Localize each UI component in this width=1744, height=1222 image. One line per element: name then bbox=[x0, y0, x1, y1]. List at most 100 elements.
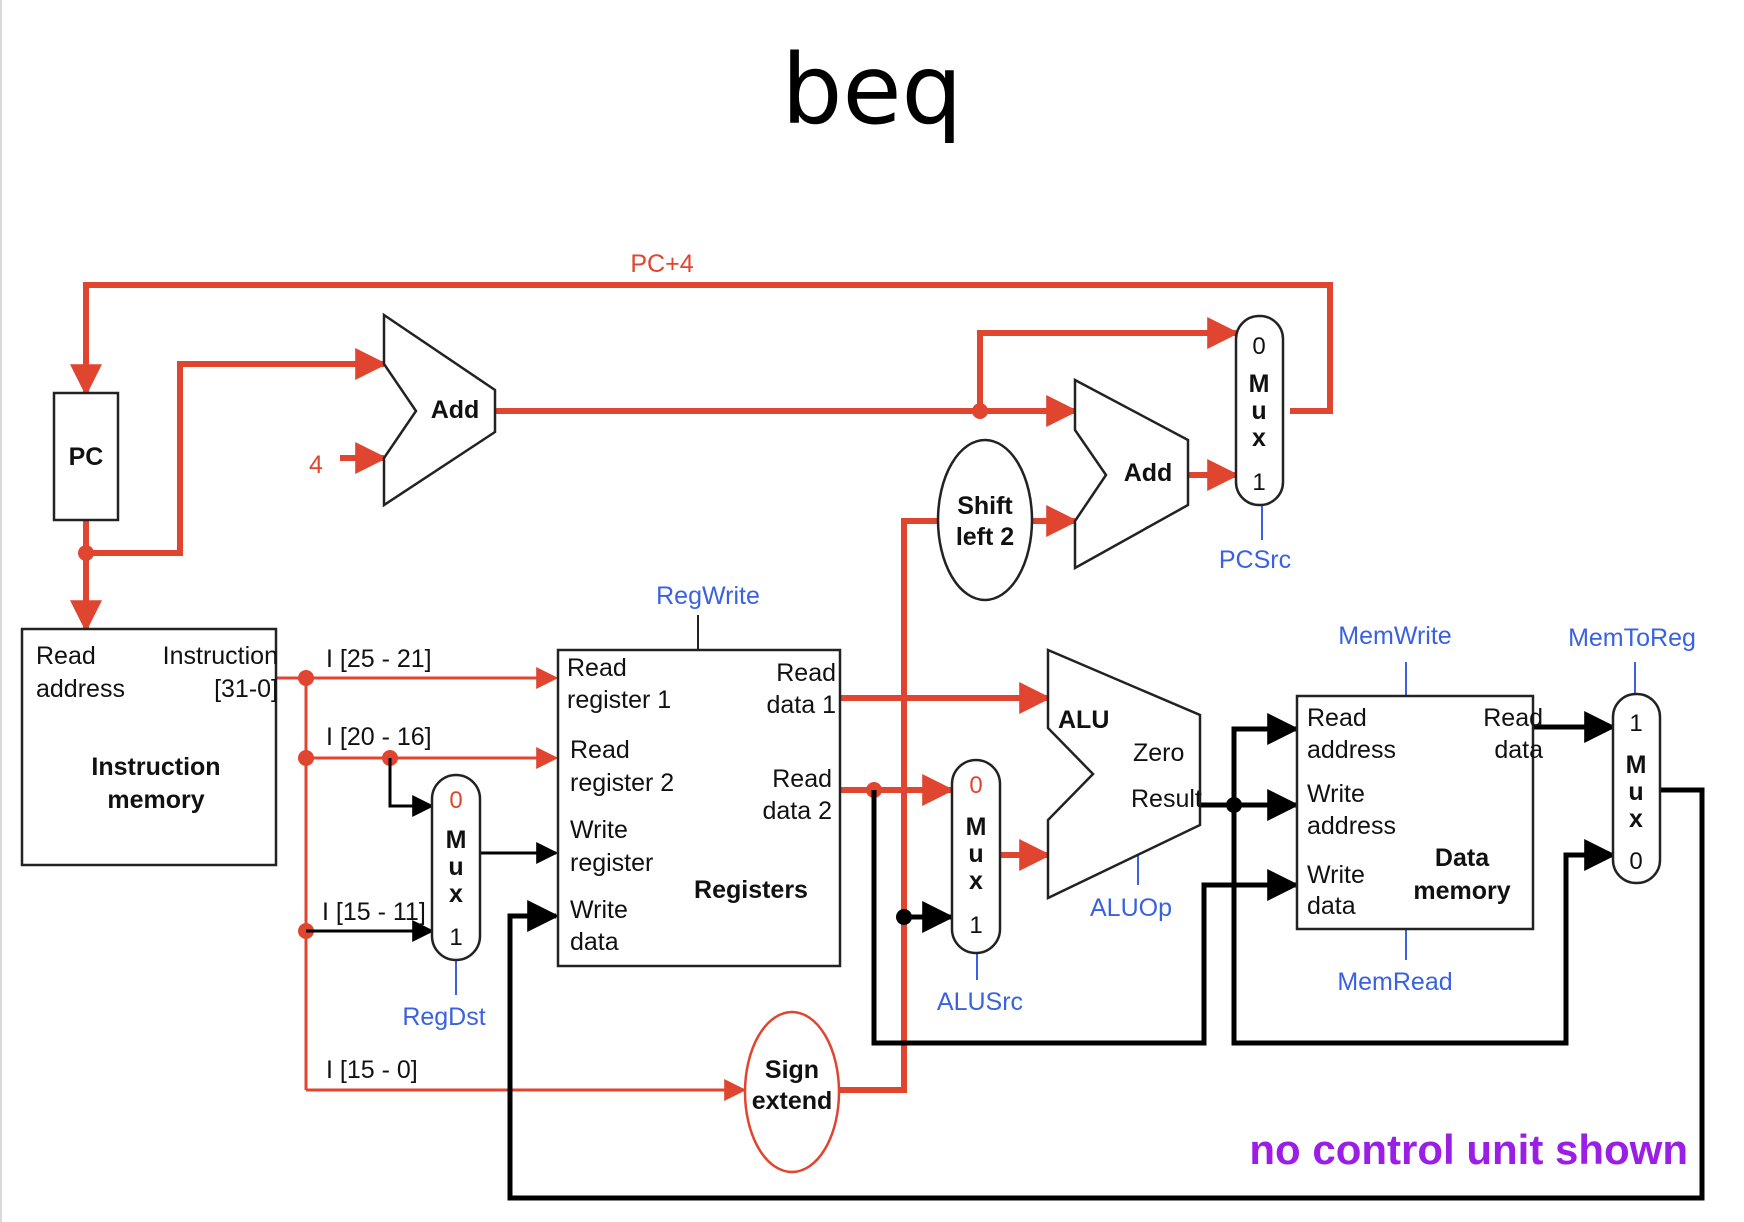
rt-to-regdst-wire bbox=[388, 758, 435, 817]
slide-edge bbox=[0, 0, 2, 1222]
wr-label-1: Write bbox=[570, 816, 628, 844]
imem-address-label: address bbox=[36, 675, 125, 703]
mux-letter: M bbox=[1626, 751, 1647, 779]
pc-to-adder-wire bbox=[86, 348, 388, 556]
regdst-mux-input-1: 1 bbox=[449, 924, 462, 951]
junction-dot bbox=[972, 403, 988, 419]
memtoreg-mux bbox=[1611, 692, 1662, 885]
shift-label-2: left 2 bbox=[956, 523, 1014, 551]
aluop-signal: ALUOp bbox=[1090, 894, 1172, 922]
writeback-wire bbox=[507, 787, 1705, 1201]
imem-read-label: Read bbox=[36, 642, 96, 670]
rd2-label-2: data 2 bbox=[762, 797, 832, 825]
alu-result-label: Result bbox=[1131, 785, 1202, 813]
instruction-bus-wire bbox=[276, 676, 308, 1090]
junction-dot bbox=[298, 750, 314, 766]
shift-label-1: Shift bbox=[957, 492, 1013, 520]
field-label-15-11: I [15 - 11] bbox=[322, 898, 426, 926]
dmem-wd-label-1: Write bbox=[1307, 861, 1365, 889]
dmem-name-1: Data bbox=[1435, 844, 1490, 872]
no-control-unit-note: no control unit shown bbox=[1249, 1126, 1688, 1173]
pc-label: PC bbox=[69, 443, 104, 471]
field-label-25-21: I [25 - 21] bbox=[326, 645, 432, 673]
register-file bbox=[556, 648, 842, 968]
dmem-name-2: memory bbox=[1413, 877, 1510, 905]
dmem-ra-label-2: address bbox=[1307, 736, 1396, 764]
sign-extend bbox=[743, 1010, 841, 1174]
field-label-15-0: I [15 - 0] bbox=[326, 1056, 418, 1084]
constant-four-label: 4 bbox=[309, 451, 323, 479]
mux-letter: u bbox=[448, 853, 463, 881]
registers-name: Registers bbox=[694, 876, 808, 904]
sign-extend-label-2: extend bbox=[752, 1087, 833, 1115]
pcsrc-mux-input-1: 1 bbox=[1252, 469, 1265, 496]
imem-instruction-label: Instruction bbox=[163, 642, 278, 670]
regdst-mux bbox=[430, 773, 482, 962]
rd1-label-2: data 1 bbox=[766, 691, 836, 719]
regdst-mux-input-0: 0 bbox=[449, 787, 462, 814]
memtoreg-signal: MemToReg bbox=[1568, 624, 1696, 652]
alu-name: ALU bbox=[1058, 706, 1109, 734]
mux-letter: M bbox=[966, 813, 987, 841]
pc-register bbox=[52, 391, 120, 522]
rr1-label-2: register 1 bbox=[567, 686, 671, 714]
dmem-wd-label-2: data bbox=[1307, 892, 1356, 920]
regdst-signal: RegDst bbox=[402, 1003, 485, 1031]
memtoreg-mux-input-0: 0 bbox=[1629, 848, 1642, 875]
rr2-label-1: Read bbox=[570, 736, 630, 764]
rr1-label-1: Read bbox=[567, 654, 627, 682]
dmem-rd-label-2: data bbox=[1494, 736, 1543, 764]
dmem-ra-label-1: Read bbox=[1307, 704, 1367, 732]
rd1-label-1: Read bbox=[776, 659, 836, 687]
alusrc-mux-input-0: 0 bbox=[969, 772, 982, 799]
junction-dot bbox=[896, 909, 912, 925]
branch-adder bbox=[1073, 377, 1190, 571]
dmem-rd-label-1: Read bbox=[1483, 704, 1543, 732]
mux-letter: x bbox=[1252, 424, 1266, 452]
mux-letter: u bbox=[968, 840, 983, 868]
imem-bits-label: [31-0] bbox=[214, 675, 278, 703]
sign-extend-to-shift-wire bbox=[838, 518, 938, 1093]
pcsrc-mux bbox=[1234, 314, 1285, 507]
mux-letter: u bbox=[1628, 778, 1643, 806]
mux-letter: x bbox=[969, 867, 983, 895]
mux-letter: x bbox=[449, 880, 463, 908]
pcsrc-mux-input-0: 0 bbox=[1252, 333, 1265, 360]
slide-title: beq bbox=[782, 34, 963, 146]
mux-letter: x bbox=[1629, 805, 1643, 833]
pc-plus-4-to-pcsrc-wire bbox=[977, 317, 1240, 411]
wd-label-2: data bbox=[570, 928, 619, 956]
alu-result-to-read-address-wire bbox=[1231, 713, 1300, 805]
alu-zero-label: Zero bbox=[1133, 739, 1184, 767]
alu-result-to-memtoreg-wire bbox=[1231, 805, 1617, 1046]
wd-label-1: Write bbox=[570, 896, 628, 924]
mux-letter: u bbox=[1251, 397, 1266, 425]
rd2-label-1: Read bbox=[772, 765, 832, 793]
rr2-label-2: register 2 bbox=[570, 769, 674, 797]
imem-name-1: Instruction bbox=[91, 753, 220, 781]
pc-plus-4-label: PC+4 bbox=[630, 250, 693, 278]
pc-plus-4-loop-wire bbox=[70, 282, 1333, 414]
alusrc-signal: ALUSrc bbox=[937, 988, 1023, 1016]
imem-name-2: memory bbox=[107, 786, 204, 814]
mux-letter: M bbox=[446, 826, 467, 854]
memtoreg-mux-input-1: 1 bbox=[1629, 710, 1642, 737]
branch-adder-label: Add bbox=[1124, 459, 1173, 487]
instruction-memory bbox=[20, 627, 278, 867]
alu bbox=[1046, 648, 1202, 900]
dmem-wa-label-2: address bbox=[1307, 812, 1396, 840]
shift-left-2 bbox=[936, 438, 1034, 602]
memwrite-signal: MemWrite bbox=[1338, 622, 1451, 650]
field-label-20-16: I [20 - 16] bbox=[326, 723, 432, 751]
pc-adder-label: Add bbox=[431, 396, 480, 424]
regwrite-signal: RegWrite bbox=[656, 582, 760, 610]
alusrc-mux bbox=[950, 758, 1002, 955]
data-memory bbox=[1295, 694, 1535, 931]
pcsrc-signal: PCSrc bbox=[1219, 546, 1291, 574]
memread-signal: MemRead bbox=[1337, 968, 1452, 996]
wr-label-2: register bbox=[570, 849, 653, 877]
junction-dot bbox=[78, 545, 94, 561]
sign-extend-label-1: Sign bbox=[765, 1056, 819, 1084]
dmem-wa-label-1: Write bbox=[1307, 780, 1365, 808]
